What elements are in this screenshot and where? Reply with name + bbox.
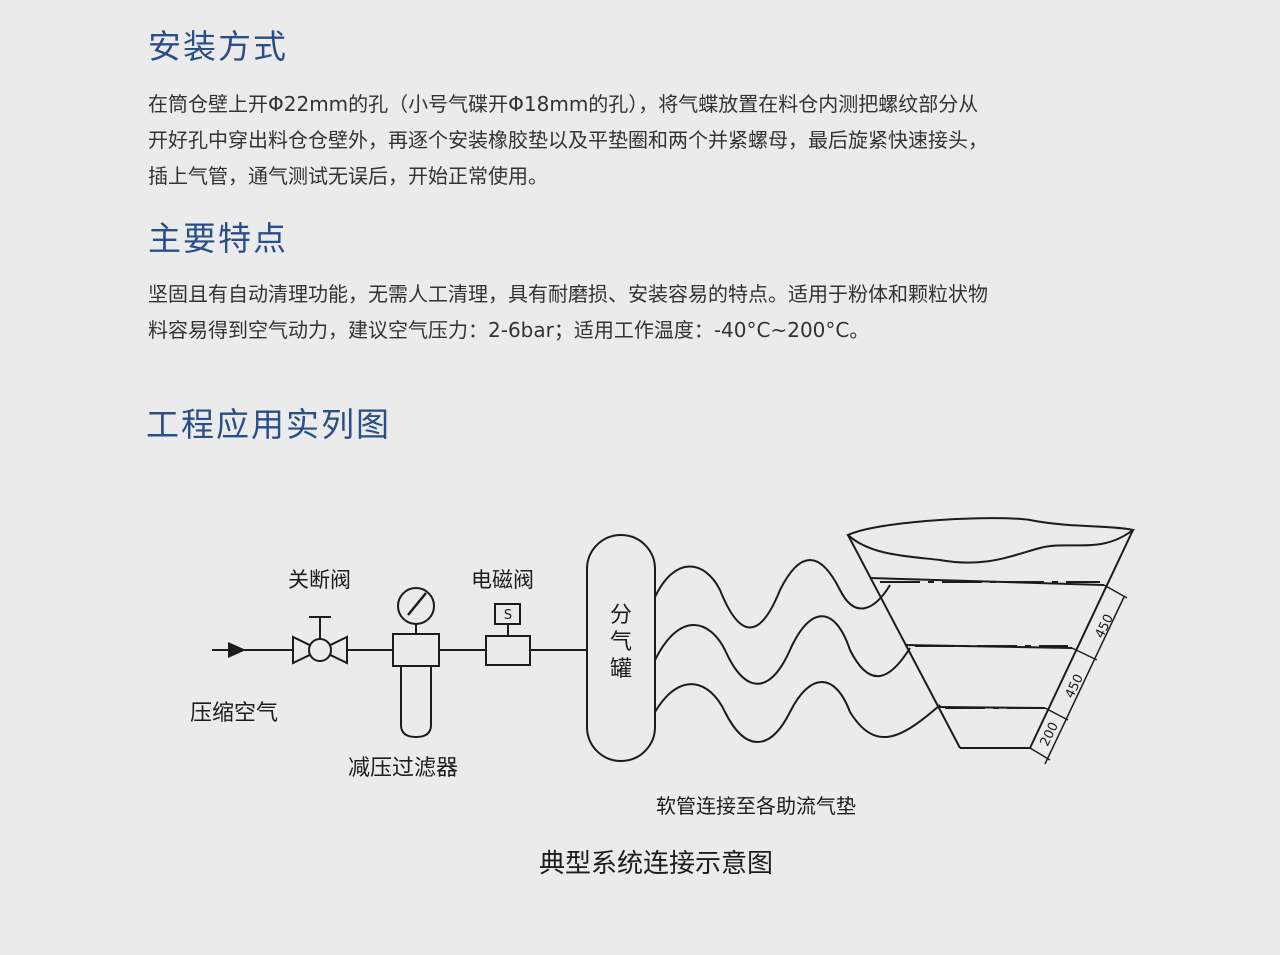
solenoid-valve-label: 电磁阀 (471, 568, 534, 592)
tank-label-char: 分 (610, 603, 632, 628)
compressed-air-label: 压缩空气 (190, 701, 278, 726)
center-dash-lines (880, 581, 1100, 709)
dimension-lines (1029, 584, 1128, 765)
features-line: 料容易得到空气动力，建议空气压力：2-6bar；适用工作温度：-40°C~200… (148, 318, 870, 342)
install-line: 开好孔中穿出料仓仓壁外，再逐个安装橡胶垫以及平垫圈和两个并紧螺母，最后旋紧快速接… (148, 128, 988, 152)
tank-label-char: 罐 (610, 657, 632, 682)
shutoff-valve-icon (292, 616, 348, 665)
install-text: 在筒仓壁上开Φ22mm的孔（小号气碟开Φ18mm的孔），将气蝶放置在料仓内测把螺… (148, 86, 1178, 194)
reducing-filter-icon (392, 587, 440, 739)
reducing-filter-label: 减压过滤器 (348, 756, 458, 781)
tank-label-char: 气 (610, 630, 632, 655)
hose-line (654, 681, 941, 743)
install-line: 插上气管，通气测试无误后，开始正常使用。 (148, 164, 548, 188)
features-line: 坚固且有自动清理功能，无需人工清理，具有耐磨损、安装容易的特点。适用于粉体和颗粒… (148, 282, 988, 306)
install-line: 在筒仓壁上开Φ22mm的孔（小号气碟开Φ18mm的孔），将气蝶放置在料仓内测把螺… (148, 92, 979, 116)
application-heading: 工程应用实列图 (146, 405, 391, 444)
dimension-top: 450 (1093, 612, 1117, 641)
solenoid-symbol: S (504, 608, 512, 623)
dimension-mid: 450 (1063, 672, 1087, 701)
install-heading: 安装方式 (148, 27, 288, 66)
features-text: 坚固且有自动清理功能，无需人工清理，具有耐磨损、安装容易的特点。适用于粉体和颗粒… (148, 276, 1178, 348)
diagram-caption: 典型系统连接示意图 (539, 849, 773, 879)
hose-line (654, 615, 911, 685)
silo-cone-icon (846, 517, 1136, 749)
distribution-tank-icon (586, 534, 656, 762)
flow-arrow-icon (228, 642, 246, 658)
features-heading: 主要特点 (148, 219, 288, 258)
hose-label: 软管连接至各助流气垫 (656, 794, 856, 818)
shutoff-valve-label: 关断阀 (288, 568, 351, 592)
hose-line (654, 559, 891, 629)
